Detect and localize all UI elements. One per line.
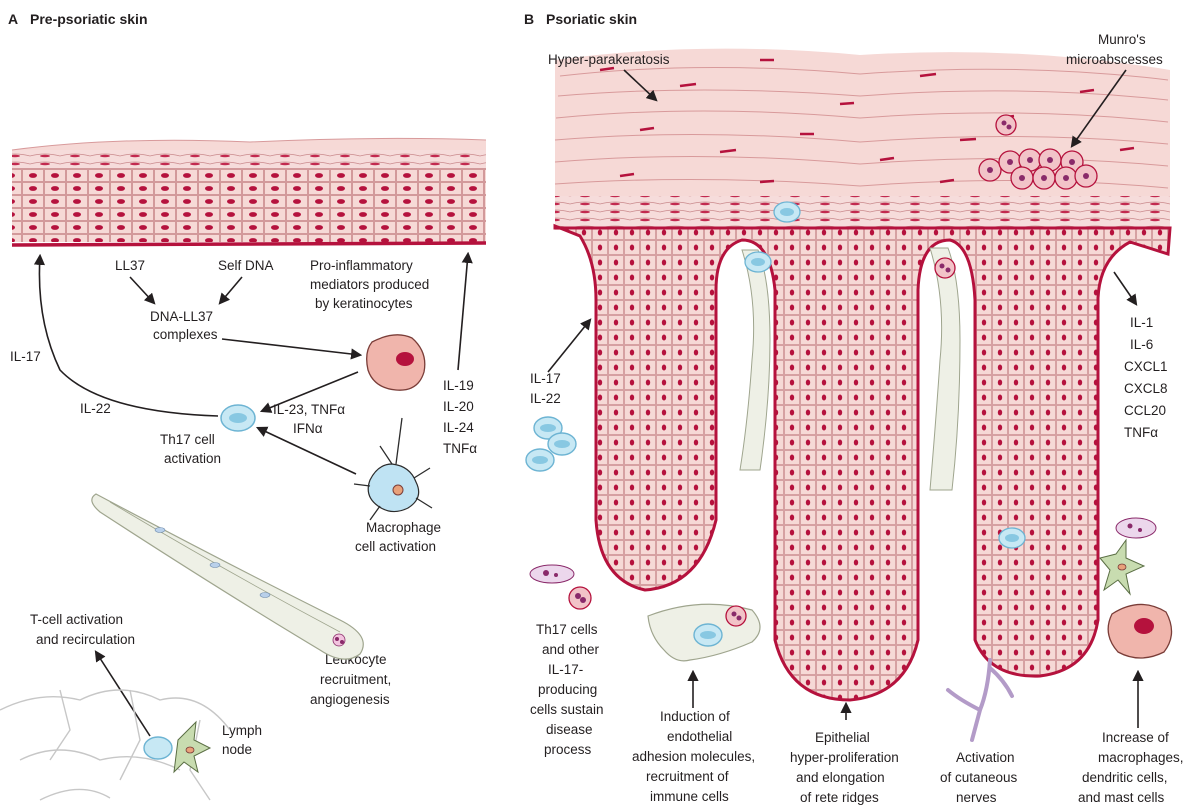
macrophage xyxy=(354,418,432,520)
il20-label: IL-20 xyxy=(443,399,474,414)
increase-line-1: Increase of xyxy=(1102,730,1169,745)
macrophage-label-2: cell activation xyxy=(355,539,436,554)
cutaneous-nerve xyxy=(948,660,1012,740)
epithelial-line-1: Epithelial xyxy=(815,730,870,745)
pre-psoriatic-epidermis xyxy=(12,138,486,245)
panel-a-letter: A xyxy=(8,11,18,27)
th17-line-7: process xyxy=(544,742,592,757)
th17-sustain-label: Th17 cells and other IL-17- producing ce… xyxy=(530,622,604,757)
panel-b-letter: B xyxy=(524,11,534,27)
psoriatic-epidermis xyxy=(555,202,1170,700)
panel-a: A Pre-psoriatic skin LL37 Self DNA DNA-L… xyxy=(0,11,486,800)
panel-b: B Psoriatic skin xyxy=(524,11,1184,805)
right-cytokine-list: IL-1 IL-6 CXCL1 CXCL8 CCL20 TNFα xyxy=(1124,315,1168,440)
epithelial-line-2: hyper-proliferation xyxy=(790,750,899,765)
th17-activation-label-1: Th17 cell xyxy=(160,432,215,447)
tcell-label-1: T-cell activation xyxy=(30,612,123,627)
panel-b-th17-cells xyxy=(526,417,591,609)
th17-line-2: and other xyxy=(542,642,600,657)
activation-line-2: of cutaneous xyxy=(940,770,1018,785)
th17-line-1: Th17 cells xyxy=(536,622,598,637)
cytokine-cxcl1: CXCL1 xyxy=(1124,359,1168,374)
il23-label: IL-23, TNFα xyxy=(273,402,345,417)
increase-line-4: and mast cells xyxy=(1078,790,1165,805)
macrophage-label-1: Macrophage xyxy=(366,520,441,535)
il24-label: IL-24 xyxy=(443,420,474,435)
induction-line-4: recruitment of xyxy=(646,769,729,784)
leukocyte-label-2: recruitment, xyxy=(320,672,391,687)
increase-line-2: macrophages, xyxy=(1098,750,1184,765)
tnfa-label-a: TNFα xyxy=(443,441,477,456)
epithelial-line-3: and elongation xyxy=(796,770,885,785)
arrow-cytokines-up xyxy=(458,254,468,370)
ifn-label: IFNα xyxy=(293,421,323,436)
complexes-label: complexes xyxy=(153,327,218,342)
il17-label-a: IL-17 xyxy=(10,349,41,364)
dna-ll37-label: DNA-LL37 xyxy=(150,309,213,324)
panel-a-title: Pre-psoriatic skin xyxy=(30,11,148,27)
increase-label: Increase of macrophages, dendritic cells… xyxy=(1078,730,1184,805)
th17-line-4: producing xyxy=(538,682,597,697)
arrow-lymph-up xyxy=(96,652,150,736)
induction-line-2: endothelial xyxy=(667,729,732,744)
th17-line-5: cells sustain xyxy=(530,702,604,717)
cytokine-tnfa: TNFα xyxy=(1124,425,1158,440)
induction-label: Induction of endothelial adhesion molecu… xyxy=(632,709,755,804)
th17-line-6: disease xyxy=(546,722,593,737)
induction-line-3: adhesion molecules, xyxy=(632,749,755,764)
induction-line-5: immune cells xyxy=(650,789,729,804)
increase-line-3: dendritic cells, xyxy=(1082,770,1168,785)
lymph-node-network xyxy=(0,690,230,800)
dendritic-cell xyxy=(367,335,425,390)
th17-cell xyxy=(221,405,255,431)
pro-inflammatory-label: Pro-inflammatory xyxy=(310,258,413,273)
blood-vessel-b xyxy=(648,604,760,661)
il22-label-a: IL-22 xyxy=(80,401,111,416)
mediators-label: mediators produced xyxy=(310,277,429,292)
panel-b-right-cells xyxy=(1100,518,1172,658)
cytokine-il1: IL-1 xyxy=(1130,315,1153,330)
cytokine-il6: IL-6 xyxy=(1130,337,1153,352)
th17-activation-label-2: activation xyxy=(164,451,221,466)
activation-nerves-label: Activation of cutaneous nerves xyxy=(940,750,1018,805)
arrow-self-dna xyxy=(220,277,242,303)
il19-label: IL-19 xyxy=(443,378,474,393)
panel-b-title: Psoriatic skin xyxy=(546,11,637,27)
epithelial-line-4: of rete ridges xyxy=(800,790,879,805)
leukocyte-label-3: angiogenesis xyxy=(310,692,390,707)
lymph-label-2: node xyxy=(222,742,252,757)
munro-label-1: Munro's xyxy=(1098,32,1146,47)
arrow-cytokines-out xyxy=(1114,272,1136,304)
il22-label-b: IL-22 xyxy=(530,391,561,406)
th17-line-3: IL-17- xyxy=(548,662,583,677)
ll37-label: LL37 xyxy=(115,258,145,273)
cytokine-ccl20: CCL20 xyxy=(1124,403,1166,418)
activation-line-1: Activation xyxy=(956,750,1015,765)
arrow-complex-to-dc xyxy=(222,339,360,355)
arrow-ll37 xyxy=(130,277,154,303)
self-dna-label: Self DNA xyxy=(218,258,274,273)
il17-label-b: IL-17 xyxy=(530,371,561,386)
lymph-label-1: Lymph xyxy=(222,723,262,738)
arrow-il17-up xyxy=(548,320,590,372)
tcell-label-2: and recirculation xyxy=(36,632,135,647)
keratinocytes-label: by keratinocytes xyxy=(315,296,413,311)
munro-label-2: microabscesses xyxy=(1066,52,1163,67)
induction-line-1: Induction of xyxy=(660,709,730,724)
activation-line-3: nerves xyxy=(956,790,997,805)
cytokine-cxcl8: CXCL8 xyxy=(1124,381,1168,396)
epithelial-label: Epithelial hyper-proliferation and elong… xyxy=(790,730,899,805)
hyper-parakeratosis-label: Hyper-parakeratosis xyxy=(548,52,670,67)
